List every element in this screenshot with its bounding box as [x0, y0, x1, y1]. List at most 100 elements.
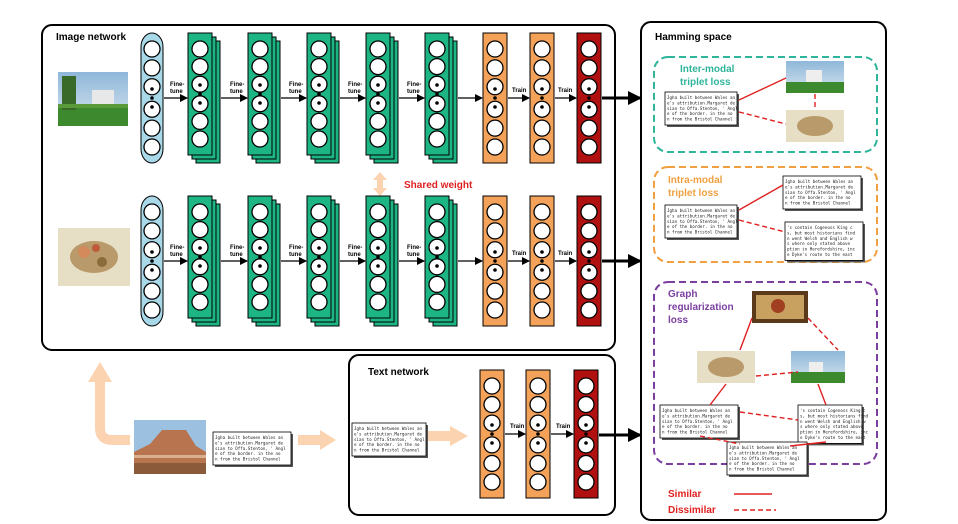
- image-row-2-conv-layer-2-node: [251, 203, 269, 221]
- image-row-1-conv-layer-3-node: [310, 130, 328, 148]
- image-row-1-conv-layer-4-ellipsis-dot: [376, 101, 380, 105]
- image-row-2-fc-layer-1-node: [486, 203, 504, 221]
- image-row-1-conv-layer-1-ellipsis-dot: [198, 92, 202, 96]
- image-row-2-finetune-label-5: Fine-tune: [407, 245, 421, 258]
- text-fc-layer-2-node: [529, 414, 547, 432]
- intra-negative-doc-line: s where only stated above: [787, 241, 851, 246]
- image-row-2-conv-layer-2-ellipsis-dot: [258, 246, 262, 250]
- image-row-1-fc-layer-2-ellipsis-dot: [540, 87, 544, 91]
- text-fc-layer-1-node: [483, 454, 501, 473]
- text-fc-layer-2-node: [529, 473, 547, 491]
- image-row-1-hash-layer: [576, 32, 602, 164]
- image-row-1-hash-layer-node: [580, 78, 598, 96]
- image-row-1-conv-layer-5-node: [428, 40, 446, 58]
- hamming-space-title: Hamming space: [655, 32, 732, 43]
- image-row-2-hash-layer-node: [580, 301, 598, 319]
- image-row-2-conv-layer-1-node: [191, 275, 209, 294]
- image-row-2-conv-layer-2-node: [251, 220, 269, 239]
- image-row-2-fc-layer-1-node: [486, 263, 504, 281]
- hamming-space-panel: [640, 21, 887, 521]
- intra-negative-doc-line: e Dyke's route to the east: [787, 252, 853, 257]
- image-row-1-conv-layer-2-ellipsis-dot: [258, 83, 262, 87]
- image-row-2-hash-layer: [576, 195, 602, 327]
- image-row-1-conv-layer-4-ellipsis-dot: [376, 83, 380, 87]
- text-fc-layer-1-node: [483, 414, 501, 432]
- graph-doc-3-line: n from the Bristol Channel: [729, 467, 795, 472]
- image-row-1-conv-layer-1-ellipsis-dot: [198, 101, 202, 105]
- image-row-1-fc-layer-1-node: [486, 119, 504, 137]
- image-row-1-fc-layer-1: [482, 32, 508, 164]
- intra-anchor-doc: Jgha built between Wales ane's attributi…: [664, 204, 739, 240]
- text-hash-layer: [573, 369, 599, 499]
- image-row-2-conv-layer-5-node: [428, 275, 446, 294]
- text-fc-layer-1-node: [483, 377, 501, 395]
- hs-garden-thumb-2: [791, 351, 845, 383]
- image-row-2-fc-layer-1-ellipsis-dot: [493, 268, 497, 272]
- butte-photo: [134, 420, 206, 474]
- image-row-2-conv-layer-1-ellipsis-dot: [198, 255, 202, 259]
- image-row-1-fc-layer-2-ellipsis-dot: [540, 105, 544, 109]
- image-row-2-fc-layer-1-node: [486, 222, 504, 240]
- inter-similar-edge: [738, 77, 787, 101]
- image-row-2-train-label-2: Train: [558, 251, 573, 257]
- intra-negative-doc-line: n went Welsh and English w: [787, 236, 853, 241]
- garden-photo: [58, 72, 128, 126]
- text-net-doc-line: e of the border. in the no: [354, 442, 420, 447]
- image-row-2-conv-layer-5-node: [428, 203, 446, 221]
- image-row-2-conv-layer-3-node: [310, 203, 328, 221]
- image-row-2-fc-layer-2: [529, 195, 555, 327]
- image-row-1-fc-layer-1-node: [486, 78, 504, 96]
- image-row-2-fc-layer-2-ellipsis-dot: [540, 259, 544, 263]
- image-row-2-conv-layer-4: [365, 195, 399, 327]
- image-row-1-conv-layer-2-node: [251, 40, 269, 58]
- image-row-2-conv-layer-5-ellipsis-dot: [435, 246, 439, 250]
- image-row-2-conv-layer-1-node: [191, 293, 209, 311]
- image-row-2-finetune-label-4: Fine-tune: [348, 245, 362, 258]
- text-hash-layer-node: [577, 473, 595, 491]
- graph-doc-3: Jgha built between Wales ane's attributi…: [726, 441, 809, 477]
- text-fc-layer-1-node: [483, 473, 501, 491]
- image-row-2-fc-layer-2-node: [533, 222, 551, 240]
- text-hash-layer-ellipsis-dot: [584, 423, 588, 427]
- image-row-1-conv-layer-3-node: [310, 112, 328, 131]
- network-layers: Fine-tuneFine-tuneFine-tuneFine-tuneFine…: [140, 32, 642, 499]
- image-row-1-conv-layer-5-node: [428, 112, 446, 131]
- image-row-2-input-layer-ellipsis-dot: [150, 250, 154, 254]
- image-row-2-fc-layer-2-node: [533, 263, 551, 281]
- graph-doc-2-line: ption in Herefordshire, inc: [800, 430, 869, 435]
- image-row-1-input-layer-ellipsis-dot: [150, 87, 154, 91]
- image-row-1-finetune-label-5: Fine-tune: [407, 82, 421, 95]
- image-row-1-conv-layer-4-node: [369, 57, 387, 76]
- image-row-1-conv-layer-2-node: [251, 130, 269, 148]
- image-row-1-fc-layer-1-node: [486, 138, 504, 156]
- intra-positive-doc-line: sian to Offa.Stenton, ' Angl: [785, 190, 856, 195]
- hs-painting-framed-thumb: [752, 291, 808, 323]
- intra-positive-doc-line: n from the Bristol Channel: [785, 201, 851, 206]
- graph-reg-label: Graph regularization loss: [668, 289, 736, 326]
- legend-dissimilar-label: Dissimilar: [668, 505, 716, 516]
- graph-doc2-doc3-edge: [789, 441, 827, 447]
- image-row-1-conv-layer-2: [247, 32, 281, 164]
- image-row-1-conv-layer-3-node: [310, 57, 328, 76]
- intra-anchor-doc-line: e's attribution.Margaret de: [667, 213, 736, 218]
- graph-doc-1-line: e of the border. in the no: [662, 424, 728, 429]
- painting-photo: [58, 228, 130, 286]
- image-row-1-hash-layer-ellipsis-dot: [587, 87, 591, 91]
- image-network-panel: [41, 24, 616, 351]
- image-row-2-fc-layer-1-ellipsis-dot: [493, 250, 497, 254]
- text-fc-layer-2-ellipsis-dot: [536, 423, 540, 427]
- upward-flow-arrow: [88, 362, 130, 445]
- image-row-1-fc-layer-1-ellipsis-dot: [493, 105, 497, 109]
- graph-painting-garden-edge: [755, 371, 799, 377]
- image-row-1-conv-layer-1-node: [191, 130, 209, 148]
- image-row-1-input-layer: [140, 32, 164, 164]
- image-row-1-conv-layer-4-node: [369, 112, 387, 131]
- intra-modal-label: Intra-modal triplet loss: [668, 175, 725, 199]
- intra-modal-box: [653, 166, 878, 263]
- image-row-1-conv-layer-5-node: [428, 57, 446, 76]
- image-row-1-conv-layer-5: [424, 32, 458, 164]
- graph-painting-doc-edge: [709, 383, 727, 406]
- image-row-2-fc-layer-2-ellipsis-dot: [540, 268, 544, 272]
- graph-doc-2-line: 's contain Cogenoss King c: [800, 408, 866, 413]
- image-row-1-hash-layer-ellipsis-dot: [587, 96, 591, 100]
